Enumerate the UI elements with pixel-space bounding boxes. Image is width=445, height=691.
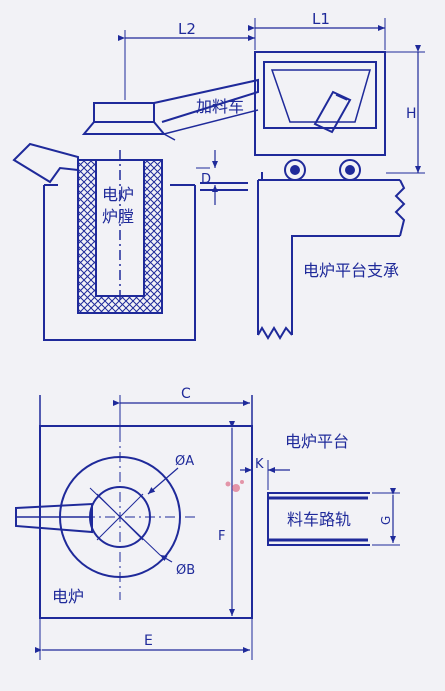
- furnace-circles: [45, 432, 196, 600]
- feed-car: [254, 51, 386, 181]
- dimension-l1-label: L1: [312, 10, 330, 28]
- plan-pour-spout: [15, 502, 93, 534]
- dimension-phi-a-label: ØA: [175, 454, 194, 469]
- furnace-plan-body: [39, 395, 253, 619]
- furnace-platform-label: 电炉平台: [285, 432, 349, 451]
- dimension-d-label: D: [201, 172, 211, 187]
- furnace-chamber-label-line1: 电炉: [102, 185, 134, 204]
- platform-support-structure: [200, 172, 406, 340]
- furnace-plan-label: 电炉: [52, 587, 84, 606]
- red-stain-mark: [225, 480, 244, 492]
- dimension-l2-label: L2: [178, 20, 196, 38]
- plan-view: C ØA ØB K 电炉平台 料车路轨 G F 电炉 E: [15, 386, 400, 660]
- charge-bucket-icon: [313, 90, 352, 134]
- feed-chute: [81, 78, 259, 141]
- dimension-f-label: F: [218, 529, 225, 544]
- dimension-g-label: G: [379, 516, 393, 525]
- feed-car-label: 加料车: [196, 97, 244, 116]
- rail-track: [267, 492, 370, 546]
- dimension-k-label: K: [255, 457, 264, 472]
- dimension-lines-elevation: [118, 18, 425, 205]
- furnace-chamber-label-line2: 炉膛: [102, 207, 134, 226]
- pouring-spout: [12, 142, 79, 184]
- furnace-crucible: [77, 150, 163, 314]
- platform-support-label: 电炉平台支承: [303, 261, 399, 280]
- dimension-c-label: C: [181, 386, 191, 402]
- dimension-e-label: E: [144, 633, 153, 649]
- rail-label: 料车路轨: [287, 510, 351, 529]
- dimension-h-label: H: [406, 106, 417, 122]
- furnace-body: [43, 184, 196, 341]
- dimension-phi-b-label: ØB: [176, 563, 195, 578]
- elevation-view: L2 L1 H D 加料车 电炉 炉膛 电炉平台支承: [12, 10, 425, 341]
- dimension-lines-plan: [35, 395, 400, 660]
